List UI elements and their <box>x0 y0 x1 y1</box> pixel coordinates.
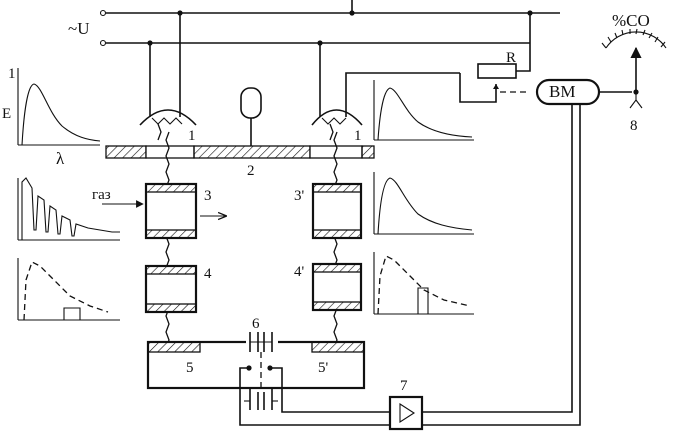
graph-spectrum-label: 1 <box>8 66 16 82</box>
supply-label: ~U <box>68 19 89 38</box>
power-supply-lines <box>99 9 560 47</box>
amplifier-label: 7 <box>400 378 408 394</box>
reference-channel <box>311 131 363 379</box>
co-indicator <box>601 28 667 109</box>
graph-source-spectrum <box>17 68 101 146</box>
capacitor-label: 6 <box>252 316 260 332</box>
graph-ref-cell <box>373 172 474 235</box>
receiver-ref-label: 5' <box>318 360 329 376</box>
filter-ref-label: 4' <box>294 264 305 280</box>
receiver-work-label: 5 <box>186 360 194 376</box>
modulator-disk <box>105 145 375 159</box>
ir-source-right <box>311 0 460 141</box>
wavelength-axis-label: λ <box>56 149 65 168</box>
graph-ref-filter <box>373 252 474 315</box>
source-right-label: 1 <box>354 128 362 144</box>
graph-gas-absorption <box>17 177 120 241</box>
motor-label: 2 <box>247 163 255 179</box>
resistor-label: R <box>506 50 516 66</box>
resistor-r <box>459 13 531 103</box>
graph-filter-left <box>17 258 120 321</box>
graph-ref-source <box>373 80 474 141</box>
vm-device <box>535 78 632 106</box>
percent-co-label: %CO <box>612 11 650 30</box>
working-channel <box>102 131 226 379</box>
ir-source-left <box>139 13 197 141</box>
source-left-label: 1 <box>188 128 196 144</box>
indicator-label: 8 <box>630 118 638 134</box>
gas-label: газ <box>92 187 111 203</box>
cell-ref-label: 3' <box>294 188 305 204</box>
energy-axis-label: E <box>2 106 11 122</box>
receiver-chamber <box>146 98 581 426</box>
motor <box>240 87 262 146</box>
amplifier <box>388 98 573 431</box>
vm-label: ВМ <box>549 82 575 101</box>
cell-work-label: 3 <box>204 188 212 204</box>
filter-work-label: 4 <box>204 266 212 282</box>
